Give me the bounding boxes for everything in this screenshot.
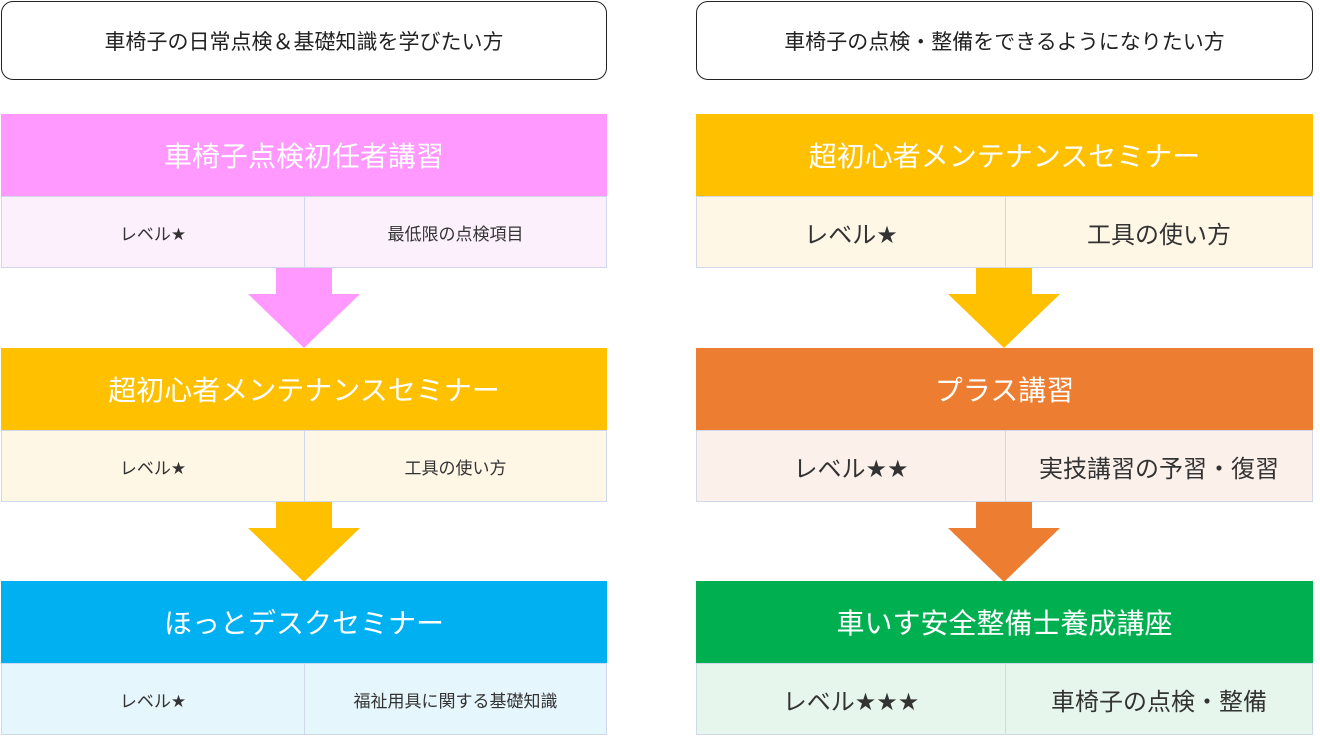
course-topic: 最低限の点検項目 <box>304 197 606 267</box>
course-level: レベル★ <box>119 224 187 245</box>
course-title: 超初心者メンテナンスセミナー <box>1 348 607 430</box>
course-level: レベル★ <box>804 220 898 249</box>
down-arrow-icon <box>948 502 1060 582</box>
course-block: 超初心者メンテナンスセミナー レベル★ 工具の使い方 <box>696 114 1313 268</box>
course-details: レベル★ 最低限の点検項目 <box>1 196 607 268</box>
down-arrow-icon <box>948 268 1060 348</box>
course-block: 超初心者メンテナンスセミナー レベル★ 工具の使い方 <box>1 348 607 502</box>
course-topic: 福祉用具に関する基礎知識 <box>304 664 606 734</box>
course-topic: 工具の使い方 <box>1005 197 1312 267</box>
course-block: 車椅子点検初任者講習 レベル★ 最低限の点検項目 <box>1 114 607 268</box>
course-block: ほっとデスクセミナー レベル★ 福祉用具に関する基礎知識 <box>1 581 607 735</box>
course-title: 車いす安全整備士養成講座 <box>696 581 1313 663</box>
down-arrow-icon <box>248 268 360 348</box>
course-level: レベル★★★ <box>782 687 920 716</box>
course-title: ほっとデスクセミナー <box>1 581 607 663</box>
course-details: レベル★ 工具の使い方 <box>696 196 1313 268</box>
course-level: レベル★ <box>119 458 187 479</box>
header-maintenance: 車椅子の点検・整備をできるようになりたい方 <box>696 1 1313 80</box>
course-topic: 工具の使い方 <box>304 431 606 501</box>
course-block: プラス講習 レベル★★ 実技講習の予習・復習 <box>696 348 1313 502</box>
course-title: 超初心者メンテナンスセミナー <box>696 114 1313 196</box>
course-level: レベル★★ <box>793 454 909 483</box>
header-daily-inspection: 車椅子の日常点検＆基礎知識を学びたい方 <box>1 1 607 80</box>
course-level: レベル★ <box>119 691 187 712</box>
course-details: レベル★★★ 車椅子の点検・整備 <box>696 663 1313 735</box>
course-details: レベル★ 福祉用具に関する基礎知識 <box>1 663 607 735</box>
course-details: レベル★★ 実技講習の予習・復習 <box>696 430 1313 502</box>
down-arrow-icon <box>248 502 360 582</box>
course-topic: 実技講習の予習・復習 <box>1005 431 1312 501</box>
course-title: プラス講習 <box>696 348 1313 430</box>
course-topic: 車椅子の点検・整備 <box>1005 664 1312 734</box>
course-block: 車いす安全整備士養成講座 レベル★★★ 車椅子の点検・整備 <box>696 581 1313 735</box>
course-details: レベル★ 工具の使い方 <box>1 430 607 502</box>
course-title: 車椅子点検初任者講習 <box>1 114 607 196</box>
